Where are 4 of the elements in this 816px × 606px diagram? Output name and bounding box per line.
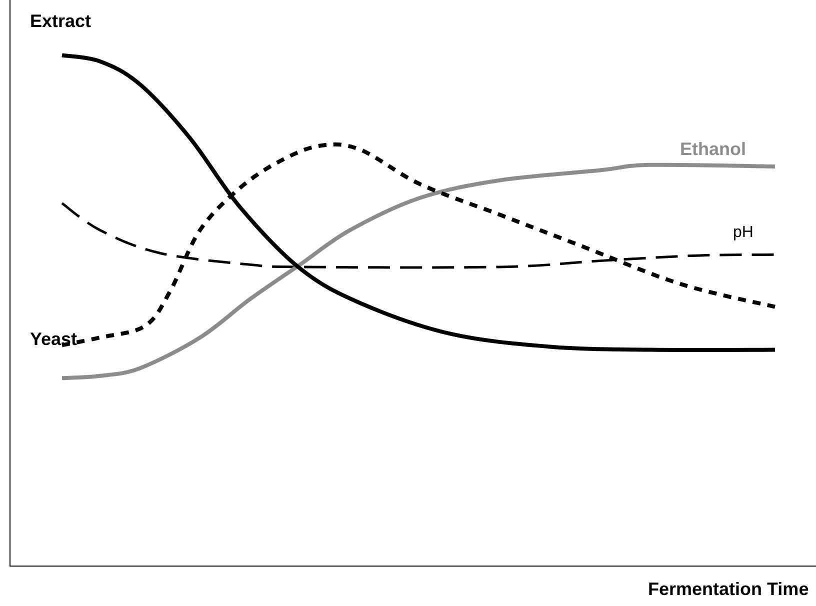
axis-title: Fermentation Time: [648, 580, 809, 598]
curve-label: Ethanol: [680, 140, 746, 158]
curve-label: pH: [733, 225, 754, 241]
curve-label: Extract: [30, 12, 92, 30]
